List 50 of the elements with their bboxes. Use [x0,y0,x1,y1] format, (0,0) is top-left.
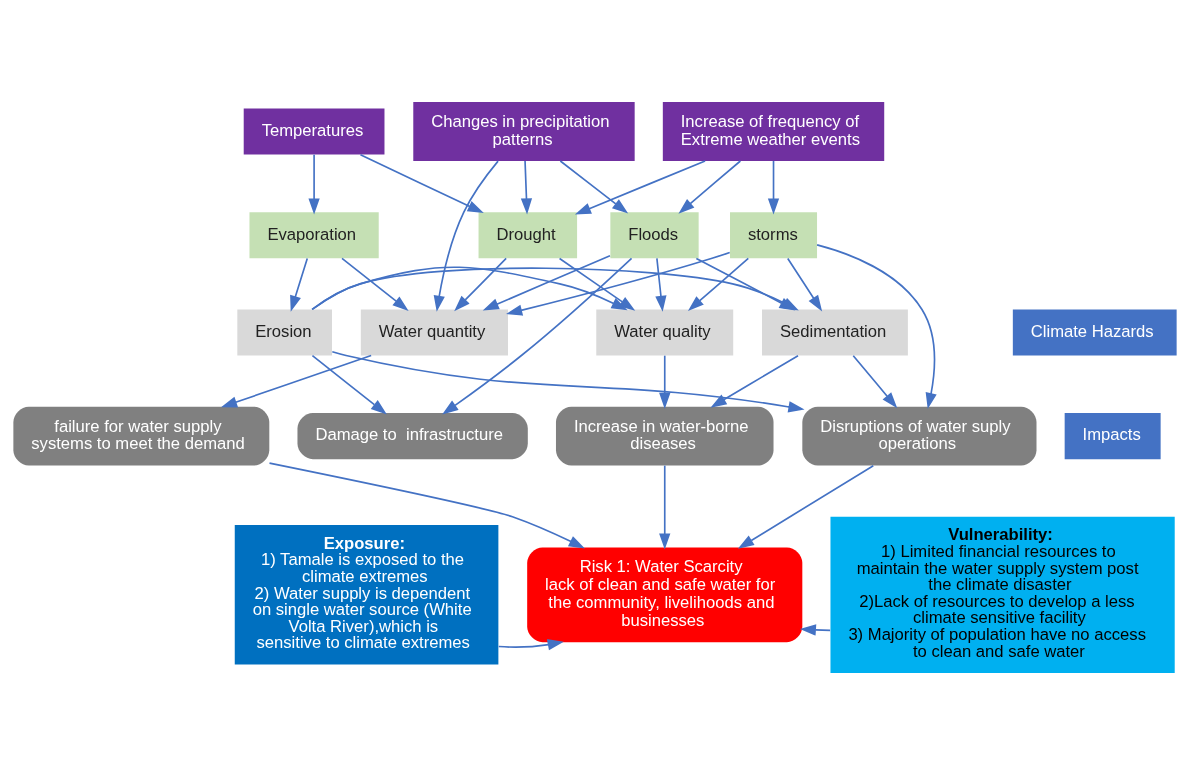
arrow [710,354,799,408]
arrow [558,257,636,311]
node-box: Vulnerability: 1) Limited financial resources to maintain the water supply system post the climate disaster 2)Lack of resources to develop a less climate sensitive facility 3) Majority of population have no access to clean and safe water [830,516,1175,673]
node-box: Disruptions of water suply operations [802,406,1037,466]
node-box: Erosion [237,308,332,355]
node-box: Evaporation [249,211,379,258]
arrow [311,354,387,414]
node-box: Sedimentation [762,308,908,355]
arrow [737,464,875,549]
arrow [678,159,742,214]
node-box: Water quantity [360,308,508,355]
node-box: Risk 1: Water Scarcity lack of clean and safe water for the community, livelihoods and businesses [527,546,803,642]
arrow [359,153,484,213]
arrow [559,159,629,214]
node-box: Exposure: 1) Tamale is exposed to the climate extremes 2) Water supply is dependent on single water source (White Volta River),which is sensitive to climate extremes [234,524,499,665]
node-box: storms [730,211,818,258]
node-box: Water quality [596,308,734,355]
arrow [341,257,409,311]
arrow [574,159,706,215]
arrow [816,243,937,409]
node-box: Damage to infrastructure [297,412,528,459]
node-box: Climate Hazards [1012,308,1177,355]
arrow [308,153,320,215]
arrow [655,257,667,312]
node-box: Impacts [1064,412,1161,459]
arrow [482,254,611,310]
arrow [786,257,823,311]
arrow [687,257,750,311]
arrow [799,623,831,636]
arrow [520,159,533,215]
node-box: Drought [478,211,578,258]
arrow [454,257,507,311]
node-box: Temperatures [243,108,385,155]
node-box: Floods [610,211,699,258]
arrow [442,256,633,415]
arrow [268,461,585,548]
arrow [659,464,671,550]
arrow [221,354,372,407]
node-box: failure for water supply systems to meet the demand [13,406,270,466]
node-box: Increase of frequency of Extreme weather events [662,101,885,161]
arrow [433,159,499,312]
arrow [331,350,805,412]
arrow [290,257,309,312]
arrow [497,638,564,650]
arrow [852,354,898,408]
node-box: Changes in precipitation patterns [413,101,635,161]
arrow [506,251,731,316]
node-box: Increase in water-borne diseases [555,406,774,466]
arrow [659,354,671,409]
arrow [767,159,780,215]
